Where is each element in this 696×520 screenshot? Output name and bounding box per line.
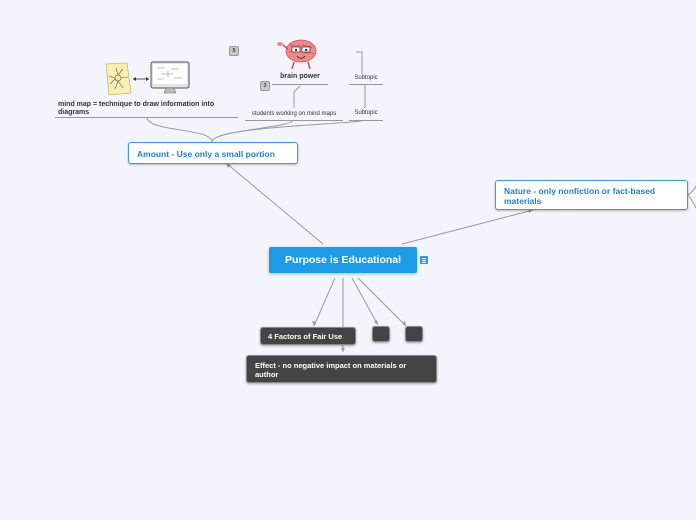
subtopic-bottom[interactable]: Subtopic: [350, 110, 382, 116]
topic-nature[interactable]: Nature - only nonfiction or fact-based m…: [495, 180, 688, 210]
subtopic-bottom-underline: [349, 120, 383, 121]
subtopic-top-underline: [349, 84, 383, 85]
topic-students-count-badge[interactable]: 3: [260, 81, 270, 91]
topic-mindmap-underline: [55, 117, 238, 118]
arrowhead-nature: [528, 210, 533, 213]
exchange-arrow-icon: [131, 75, 151, 83]
subtopic-bottom-label: Subtopic: [354, 110, 377, 116]
empty-topic-a[interactable]: [372, 326, 390, 342]
topic-nature-label: Nature - only nonfiction or fact-based m…: [504, 186, 655, 206]
arrowhead-empty-a: [374, 320, 378, 325]
brain-icon: [276, 36, 322, 72]
arrowhead-empty-b: [402, 321, 406, 326]
topic-brain-power[interactable]: brain power: [270, 73, 330, 80]
subtopic-top-label: Subtopic: [354, 75, 377, 81]
connector-nature-offscreen-2: [688, 195, 696, 208]
connector-central-amount: [226, 163, 323, 244]
topic-mindmap-label: mind map = technique to draw information…: [58, 101, 214, 116]
central-topic-label: Purpose is Educational: [285, 254, 401, 266]
connector-central-nature: [402, 210, 533, 244]
topic-students[interactable]: students working on mind maps: [246, 111, 342, 117]
connector-subtopic-top: [356, 52, 362, 74]
topic-students-label: students working on mind maps: [252, 111, 336, 117]
topic-factors[interactable]: 4 Factors of Fair Use: [260, 327, 356, 345]
empty-topic-b[interactable]: [405, 326, 423, 342]
topic-count-badge[interactable]: 5: [229, 46, 239, 56]
central-topic[interactable]: Purpose is Educational: [269, 247, 417, 273]
note-icon[interactable]: [420, 256, 428, 264]
topic-effect-label: Effect - no negative impact on materials…: [255, 361, 406, 379]
connector-amount-mindmap: [147, 118, 212, 142]
topic-mindmap[interactable]: mind map = technique to draw information…: [58, 101, 238, 117]
arrowhead-effect: [341, 348, 345, 352]
topic-amount[interactable]: Amount - Use only a small portion: [128, 142, 298, 164]
connector-amount-students: [212, 120, 293, 142]
topic-effect[interactable]: Effect - no negative impact on materials…: [246, 355, 437, 383]
topic-brain-underline: [272, 84, 328, 85]
topic-amount-label: Amount - Use only a small portion: [137, 149, 275, 159]
topic-students-underline: [245, 120, 343, 121]
connector-central-factors: [314, 278, 335, 326]
connector-students-brain: [294, 86, 300, 108]
topic-factors-label: 4 Factors of Fair Use: [268, 332, 342, 341]
mind-map-sketch-icon: [103, 62, 133, 96]
subtopic-top[interactable]: Subtopic: [350, 75, 382, 81]
connector-nature-offscreen: [688, 186, 696, 195]
monitor-icon: [149, 60, 191, 96]
topic-brain-power-label: brain power: [280, 73, 320, 80]
